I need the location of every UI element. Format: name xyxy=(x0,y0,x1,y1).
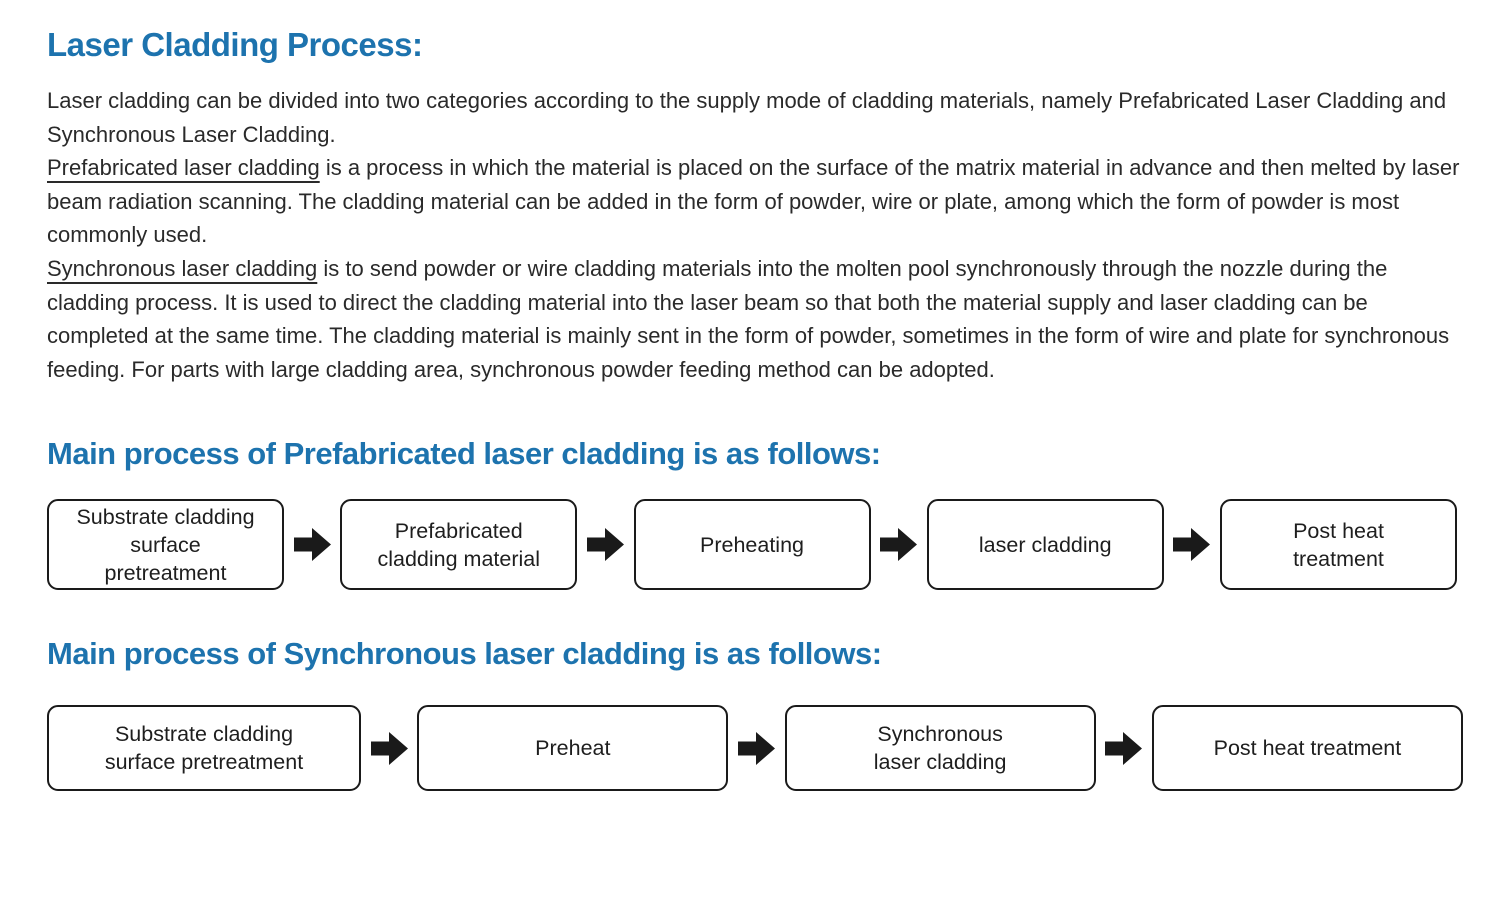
term-synchronous-laser-cladding: Synchronous laser cladding xyxy=(47,255,318,281)
flow-step-prefabricated-material: Prefabricated cladding material xyxy=(340,499,578,591)
flow-step-preheating: Preheating xyxy=(633,499,871,591)
flow-step-post-heat-treatment: Post heat treatment xyxy=(1220,499,1457,591)
arrow-right-icon xyxy=(293,528,331,562)
flowchart-prefabricated: Substrate cladding surface pretreatment … xyxy=(47,499,1457,591)
flow-step-post-heat-treatment: Post heat treatment xyxy=(1151,705,1463,792)
laser-cladding-infographic: Laser Cladding Process: Laser cladding c… xyxy=(47,26,1463,792)
intro-paragraph-prefabricated: Prefabricated laser cladding is a proces… xyxy=(47,151,1463,252)
intro-text: Laser cladding can be divided into two c… xyxy=(47,84,1463,386)
intro-paragraph-synchronous-text: is to send powder or wire cladding mater… xyxy=(47,255,1450,382)
flow-step-substrate-pretreatment: Substrate cladding surface pretreatment xyxy=(47,705,361,792)
arrow-right-icon xyxy=(880,528,918,562)
arrow-right-icon xyxy=(586,528,624,562)
intro-paragraph-prefabricated-text: is a process in which the material is pl… xyxy=(47,155,1460,248)
flowchart-synchronous: Substrate cladding surface pretreatment … xyxy=(47,705,1463,792)
term-prefabricated-laser-cladding: Prefabricated laser cladding xyxy=(47,155,320,181)
arrow-right-icon xyxy=(370,731,408,765)
intro-paragraph-categories-text: Laser cladding can be divided into two c… xyxy=(47,88,1447,147)
flow-step-substrate-pretreatment: Substrate cladding surface pretreatment xyxy=(47,499,284,591)
arrow-right-icon xyxy=(1105,731,1143,765)
section-heading-prefabricated-process: Main process of Prefabricated laser clad… xyxy=(47,436,881,472)
arrow-right-icon xyxy=(1173,528,1211,562)
intro-paragraph-categories: Laser cladding can be divided into two c… xyxy=(47,84,1463,151)
flow-step-synchronous-laser-cladding: Synchronous laser cladding xyxy=(784,705,1096,792)
intro-paragraph-synchronous: Synchronous laser cladding is to send po… xyxy=(47,252,1463,386)
flow-step-laser-cladding: laser cladding xyxy=(926,499,1164,591)
section-heading-synchronous-process: Main process of Synchronous laser claddi… xyxy=(47,636,882,672)
flow-step-preheat: Preheat xyxy=(417,705,729,792)
arrow-right-icon xyxy=(737,731,775,765)
page-title: Laser Cladding Process: xyxy=(47,26,423,63)
